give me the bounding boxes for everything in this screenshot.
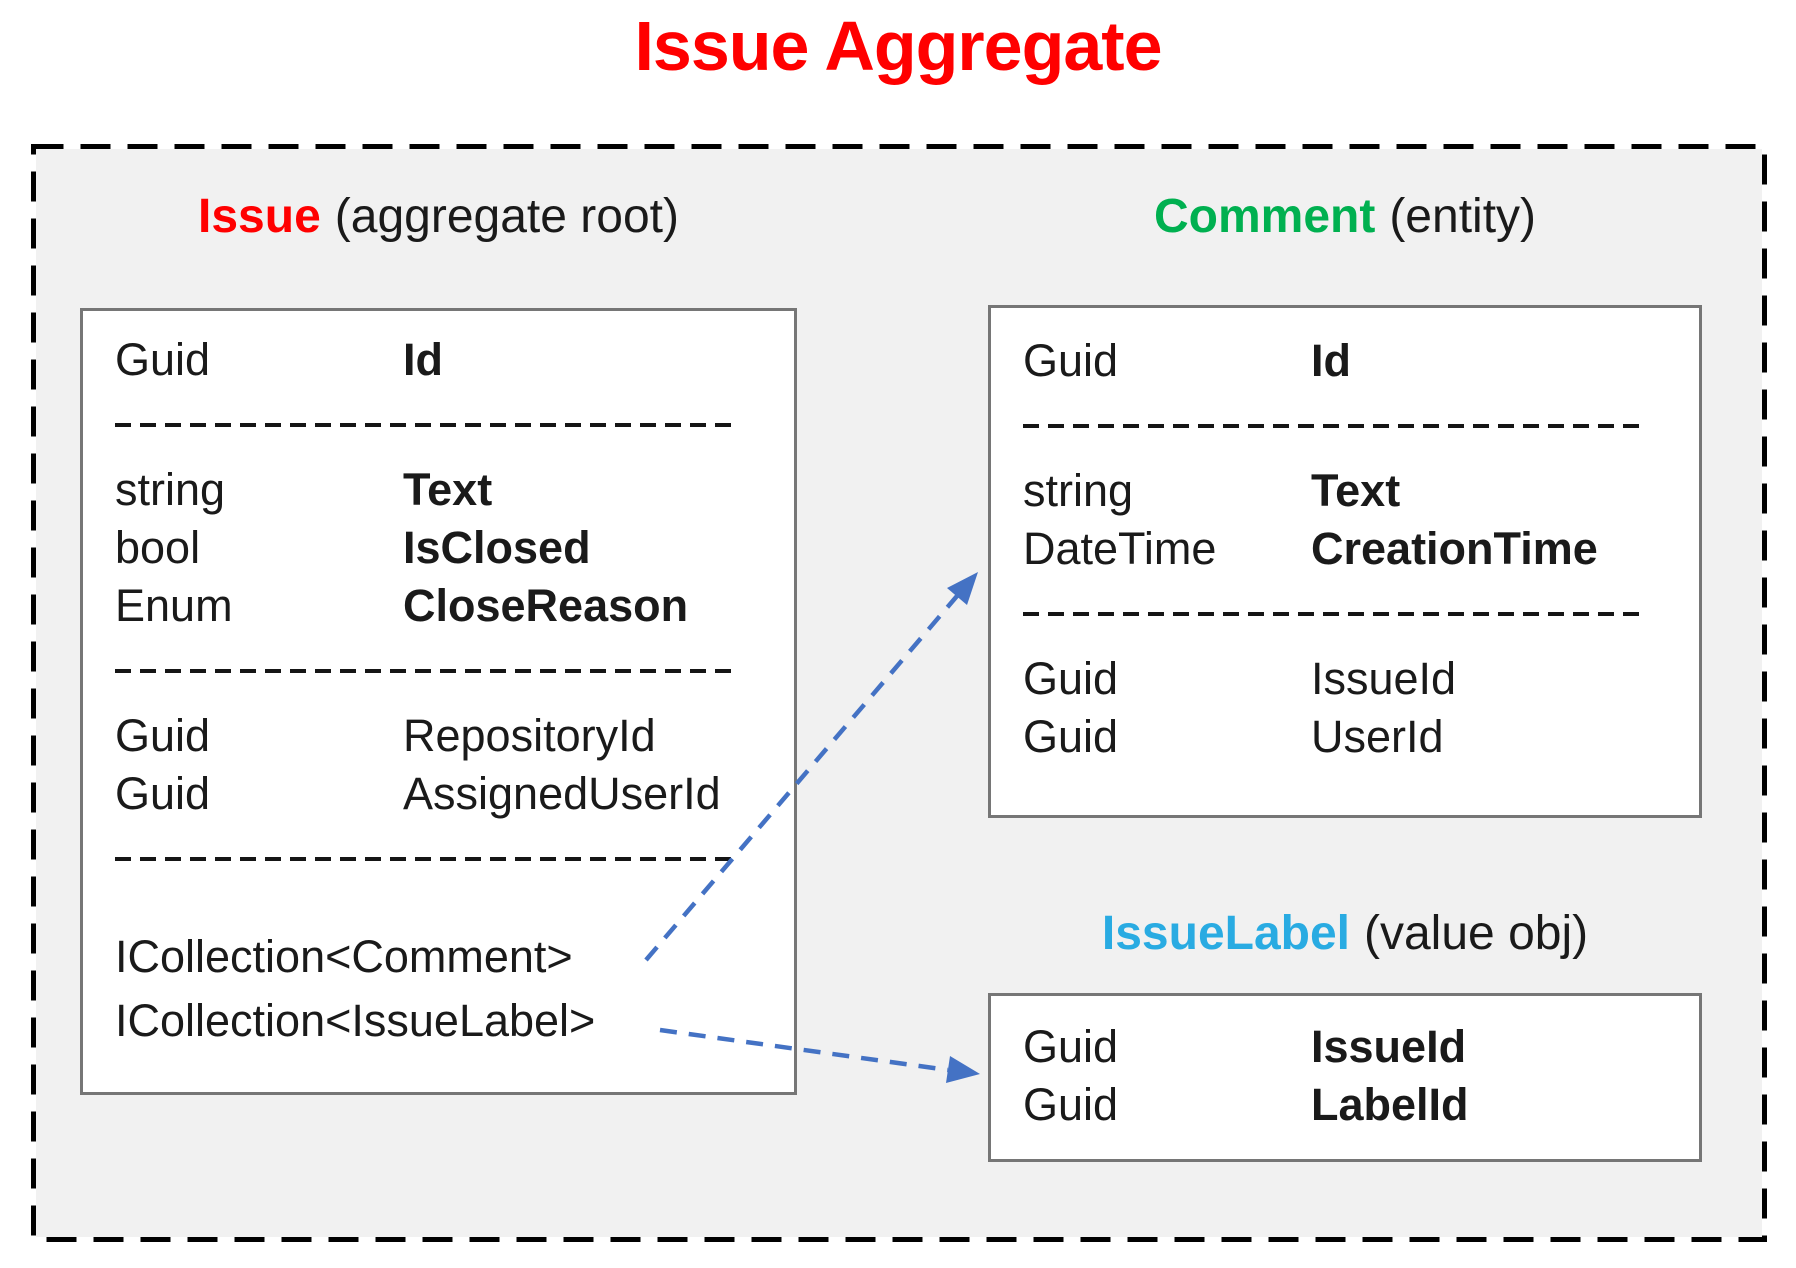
field-type: Guid: [115, 768, 211, 819]
field-type: Guid: [1023, 335, 1119, 386]
field-name: Text: [1311, 465, 1401, 516]
separator-dashes: [1023, 612, 1645, 616]
field-name: CreationTime: [1311, 523, 1598, 574]
collection-type: ICollection<Comment>: [115, 931, 573, 982]
field-name: RepositoryId: [403, 710, 656, 761]
field-type: Guid: [1023, 653, 1119, 704]
field-row: Guid LabelId: [1023, 1076, 1675, 1134]
field-name: Id: [403, 334, 443, 385]
issuelabel-entity-kind: (value obj): [1364, 907, 1589, 960]
field-separator: [1023, 578, 1675, 650]
field-row: Guid IssueId: [1023, 1018, 1675, 1076]
field-type: Enum: [115, 580, 233, 631]
separator-dashes: [115, 423, 740, 427]
collection-type: ICollection<IssueLabel>: [115, 995, 596, 1046]
field-row: Guid Id: [115, 331, 770, 389]
diagram-title: Issue Aggregate: [634, 7, 1162, 85]
field-row: string Text: [115, 461, 770, 519]
field-row: bool IsClosed: [115, 519, 770, 577]
field-row: Enum CloseReason: [115, 577, 770, 635]
field-separator: [115, 389, 770, 461]
field-row: DateTime CreationTime: [1023, 520, 1675, 578]
issue-entity-name: Issue: [198, 190, 321, 243]
field-name: Id: [1311, 335, 1351, 386]
comment-entity-name: Comment: [1153, 190, 1376, 243]
field-name: UserId: [1311, 711, 1444, 762]
field-row: Guid RepositoryId: [115, 707, 770, 765]
field-name: LabelId: [1311, 1079, 1469, 1130]
field-row: Guid UserId: [1023, 708, 1675, 766]
field-type: Guid: [1023, 1021, 1119, 1072]
field-name: IssueId: [1311, 1021, 1467, 1072]
separator-dashes: [115, 669, 740, 673]
field-row: Guid IssueId: [1023, 650, 1675, 708]
issue-entity-kind: (aggregate root): [334, 190, 679, 243]
separator-dashes: [115, 857, 740, 861]
issue-entity-box: Guid Id string Text bool IsClosed Enum C…: [80, 308, 797, 1095]
comment-entity-header: Comment(entity): [988, 188, 1702, 246]
issuelabel-entity-box: Guid IssueId Guid LabelId: [988, 993, 1702, 1162]
field-type: DateTime: [1023, 523, 1217, 574]
field-row: Guid Id: [1023, 332, 1675, 390]
collection-row: ICollection<Comment>: [115, 925, 770, 989]
field-separator: [115, 635, 770, 707]
field-row: string Text: [1023, 462, 1675, 520]
comment-entity-box: Guid Id string Text DateTime CreationTim…: [988, 305, 1702, 818]
field-separator: [1023, 390, 1675, 462]
field-name: Text: [403, 464, 493, 515]
field-row: Guid AssignedUserId: [115, 765, 770, 823]
field-type: Guid: [1023, 711, 1119, 762]
collection-row: ICollection<IssueLabel>: [115, 989, 770, 1053]
issuelabel-entity-name: IssueLabel: [1101, 907, 1350, 960]
issuelabel-entity-header: IssueLabel (value obj): [988, 905, 1702, 963]
field-separator: [115, 823, 770, 895]
field-type: Guid: [1023, 1079, 1119, 1130]
field-type: string: [1023, 465, 1134, 516]
field-name: IssueId: [1311, 653, 1457, 704]
field-name: IsClosed: [403, 522, 591, 573]
field-type: Guid: [115, 334, 211, 385]
separator-dashes: [1023, 424, 1645, 428]
issue-entity-header: Issue(aggregate root): [80, 188, 797, 246]
field-name: CloseReason: [403, 580, 689, 631]
field-name: AssignedUserId: [403, 768, 721, 819]
field-type: bool: [115, 522, 201, 573]
field-type: string: [115, 464, 226, 515]
field-type: Guid: [115, 710, 211, 761]
comment-entity-kind: (entity): [1389, 190, 1537, 243]
